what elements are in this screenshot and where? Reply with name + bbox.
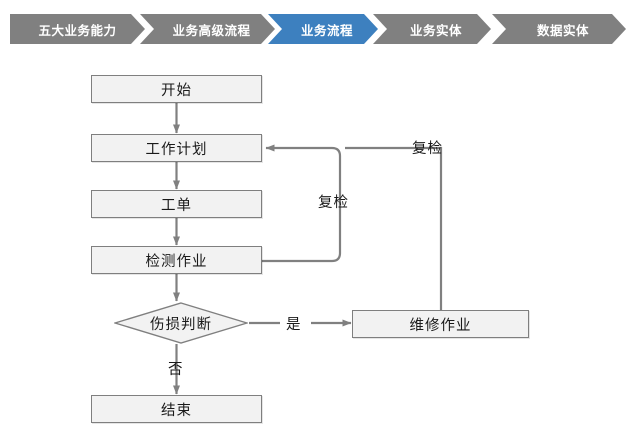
node-start-label: 开始 xyxy=(161,82,192,99)
node-inspection-label: 检测作业 xyxy=(145,253,208,270)
breadcrumb-item-5[interactable]: 数据实体 xyxy=(492,14,626,44)
edge-label-recheck-inspection: 复检 xyxy=(318,195,349,211)
edge-label-yes: 是 xyxy=(286,317,302,333)
node-inspection[interactable]: 检测作业 xyxy=(91,246,262,274)
breadcrumb-item-2-label: 业务高级流程 xyxy=(172,23,251,38)
node-work-plan[interactable]: 工作计划 xyxy=(91,134,262,162)
diamond-shape xyxy=(114,302,248,344)
connector-repair-recheck-loop xyxy=(345,146,443,310)
breadcrumb-item-4-label: 业务实体 xyxy=(409,23,462,38)
breadcrumb-item-2[interactable]: 业务高级流程 xyxy=(140,14,275,44)
breadcrumb: 五大业务能力 业务高级流程 业务流程 业务实体 数据实体 xyxy=(0,0,634,58)
edge-label-no: 否 xyxy=(168,362,184,378)
breadcrumb-item-3-label: 业务流程 xyxy=(300,23,353,38)
breadcrumb-item-5-label: 数据实体 xyxy=(536,23,589,38)
node-end-label: 结束 xyxy=(161,402,192,419)
node-repair-label: 维修作业 xyxy=(409,317,472,334)
edge-label-recheck-repair: 复检 xyxy=(412,141,443,157)
node-work-order[interactable]: 工单 xyxy=(91,190,262,218)
node-end[interactable]: 结束 xyxy=(91,395,262,423)
node-repair[interactable]: 维修作业 xyxy=(352,310,529,338)
breadcrumb-item-1[interactable]: 五大业务能力 xyxy=(10,14,145,44)
breadcrumb-item-4[interactable]: 业务实体 xyxy=(373,14,491,44)
breadcrumb-item-1-label: 五大业务能力 xyxy=(38,23,117,38)
node-work-order-label: 工单 xyxy=(161,197,192,214)
breadcrumb-item-3-active[interactable]: 业务流程 xyxy=(268,14,378,44)
node-work-plan-label: 工作计划 xyxy=(145,141,208,158)
node-start[interactable]: 开始 xyxy=(91,75,262,103)
node-damage-decision[interactable]: 伤损判断 xyxy=(114,302,248,344)
